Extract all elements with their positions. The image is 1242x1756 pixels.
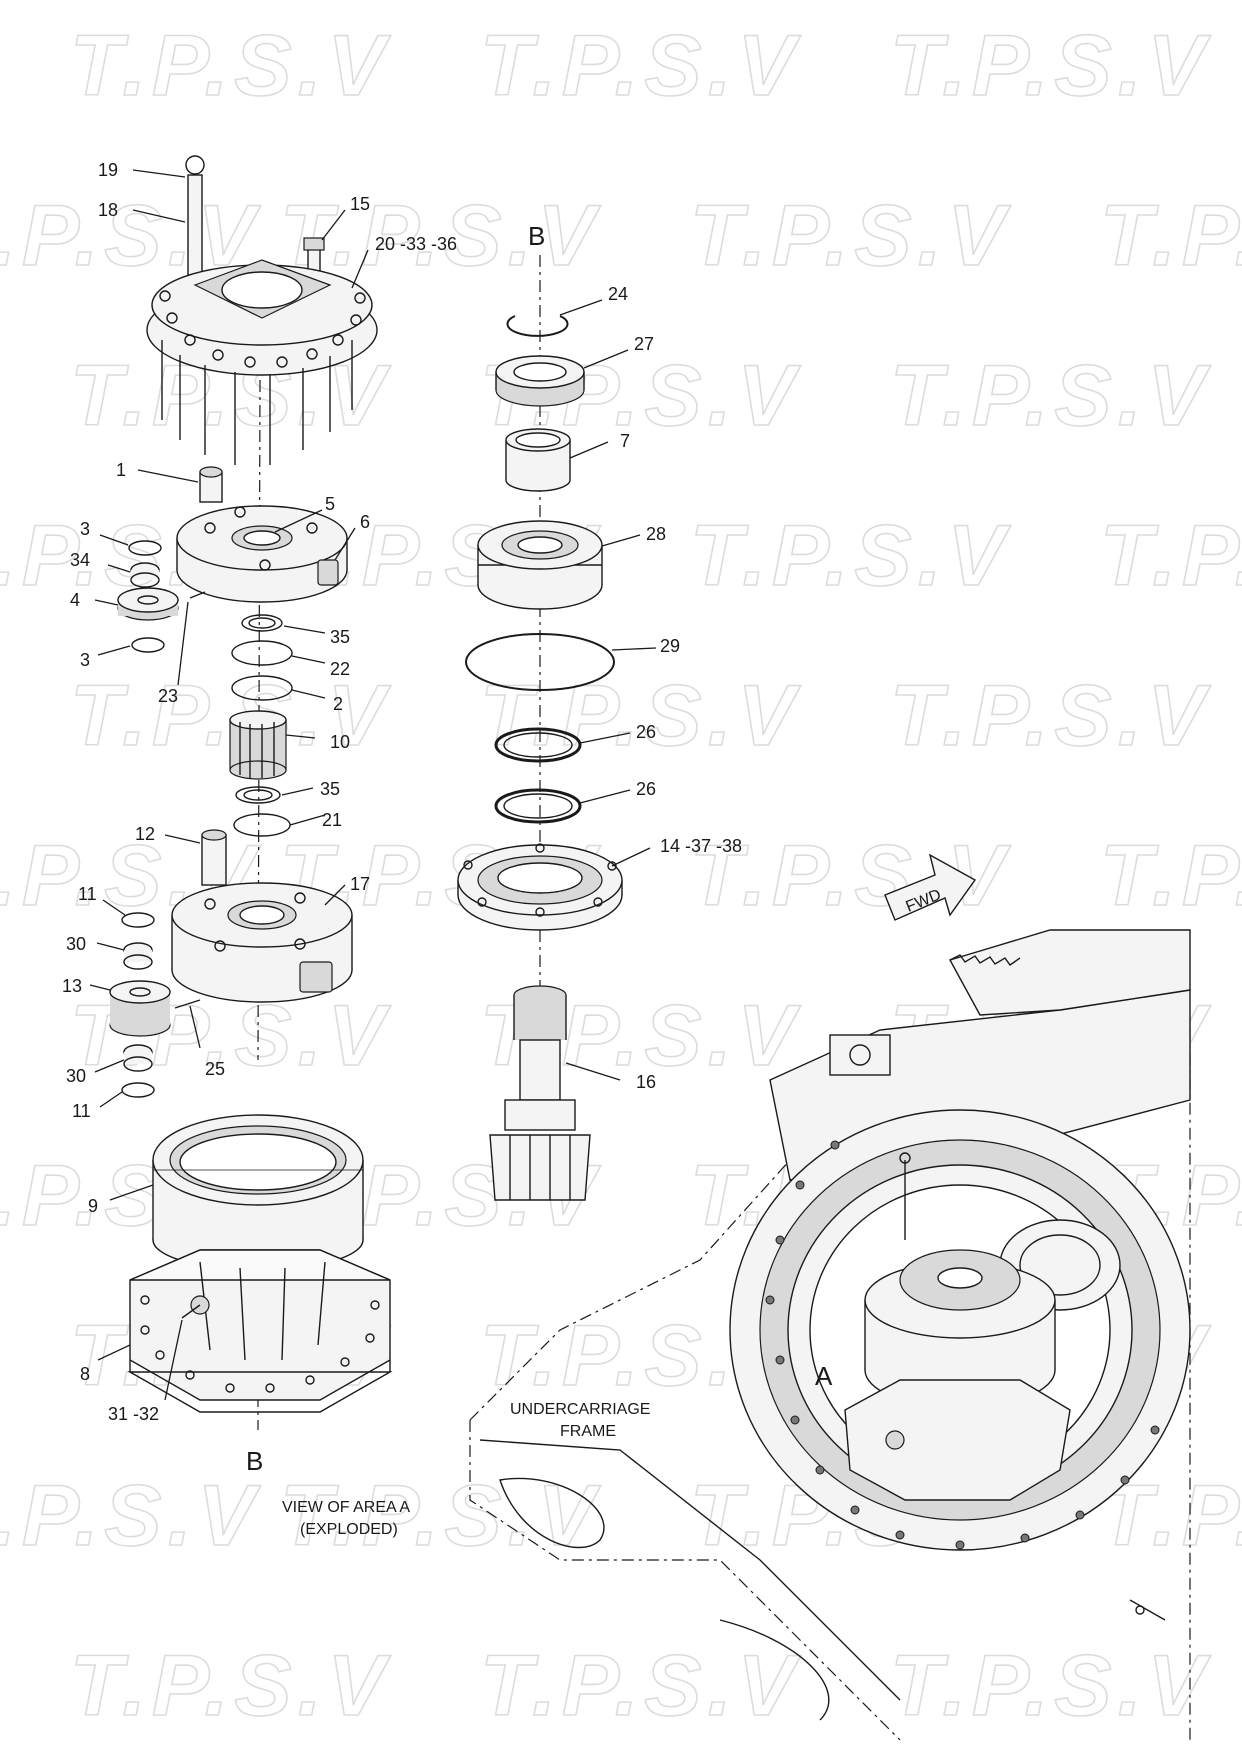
watermark-text: T.P.S.V (70, 18, 391, 114)
part-motor-flange (146, 155, 378, 465)
label-part-12: 12 (135, 824, 155, 844)
caption-undercarriage-line2: FRAME (560, 1423, 616, 1440)
caption-undercarriage-line1: UNDERCARRIAGE (510, 1401, 650, 1418)
watermark-text: T.P.S.V (1100, 508, 1242, 604)
label-part-22: 22 (330, 659, 350, 679)
label-part-17: 17 (350, 874, 370, 894)
part-bearing-housing-28 (477, 520, 603, 610)
label-part-9: 9 (88, 1196, 98, 1216)
label-part-4: 4 (70, 590, 80, 610)
label-part-34: 34 (70, 550, 90, 570)
label-part-1: 1 (116, 460, 126, 480)
label-part-19: 19 (98, 160, 118, 180)
label-part-5: 5 (325, 494, 335, 514)
label-part-10: 10 (330, 732, 350, 752)
caption-view-line2: (EXPLODED) (300, 1521, 398, 1538)
part-labels: 19 18 15 20 -33 -36 1 5 6 3 34 4 3 23 35… (62, 160, 742, 1424)
label-part-26-lower: 26 (636, 779, 656, 799)
label-part-11-lower: 11 (72, 1101, 91, 1121)
label-part-8: 8 (80, 1364, 90, 1384)
label-part-27: 27 (634, 334, 654, 354)
watermark-text: T.P.S.V (280, 188, 601, 284)
caption-view-line1: VIEW OF AREA A (282, 1499, 410, 1516)
label-part-18: 18 (98, 200, 118, 220)
part-sun-gear (229, 710, 287, 780)
watermark-text: T.P.S.V (890, 668, 1211, 764)
label-part-35-upper: 35 (330, 627, 350, 647)
label-part-15: 15 (350, 194, 370, 214)
part-ring-gear-housing (152, 1114, 364, 1271)
leader-lines (89, 169, 657, 1401)
label-part-20-33-36: 20 -33 -36 (375, 234, 457, 254)
part-rings-upper (231, 614, 293, 701)
part-upper-carrier (176, 466, 348, 603)
watermark-text: T.P.S.V (70, 1638, 391, 1734)
label-part-31-32: 31 -32 (108, 1404, 159, 1424)
label-part-25: 25 (205, 1059, 225, 1079)
label-part-26-upper: 26 (636, 722, 656, 742)
watermark-text: T.P.S.V (480, 1638, 801, 1734)
part-seals-26 (494, 727, 582, 824)
label-part-29: 29 (660, 636, 680, 656)
label-part-2: 2 (333, 694, 343, 714)
watermark-text: T.P.S.V (480, 668, 801, 764)
part-snap-ring-24 (506, 315, 569, 337)
label-part-30-lower: 30 (66, 1066, 86, 1086)
label-part-3-upper: 3 (80, 519, 90, 539)
part-bearing-27 (495, 355, 585, 407)
label-part-30-upper: 30 (66, 934, 86, 954)
label-part-13: 13 (62, 976, 82, 996)
part-base-flange (127, 1249, 393, 1413)
part-pinion-shaft-16 (489, 985, 591, 1201)
watermark-text: T.P.S.V (480, 18, 801, 114)
watermark-text: T.P.S.V (890, 348, 1211, 444)
label-part-21: 21 (322, 810, 342, 830)
watermark-text: T.P.S.V (1100, 188, 1242, 284)
label-part-23: 23 (158, 686, 178, 706)
part-cover-14-37-38 (457, 843, 623, 931)
watermark-text: T.P.S.V (690, 188, 1011, 284)
part-o-ring-29 (465, 633, 615, 691)
watermark-text: T.P.S.V (690, 508, 1011, 604)
label-part-11-upper: 11 (78, 884, 97, 904)
part-planet-gear-lower (109, 912, 201, 1098)
watermark-text: T.P.S.V (280, 1468, 601, 1564)
label-part-7: 7 (620, 431, 630, 451)
undercarriage-inset (469, 929, 1191, 1741)
marker-area-a: A (815, 1361, 833, 1391)
watermark-text: T.P.S.V (70, 668, 391, 764)
watermark-text: T.P.S.V (0, 1468, 261, 1564)
label-part-28: 28 (646, 524, 666, 544)
label-part-3-lower: 3 (80, 650, 90, 670)
label-part-14-37-38: 14 -37 -38 (660, 836, 742, 856)
label-part-24: 24 (608, 284, 628, 304)
part-sleeve-7 (505, 428, 571, 492)
part-lower-carrier (171, 829, 353, 1003)
label-part-35-lower: 35 (320, 779, 340, 799)
watermark-text: T.P.S.V (890, 18, 1211, 114)
marker-b-top: B (528, 221, 545, 251)
part-planet-gear-upper (117, 540, 206, 653)
watermark-text: T.P.S.V (1100, 828, 1242, 924)
marker-b-bottom: B (246, 1446, 263, 1476)
watermark-text: T.P.S.V (890, 1638, 1211, 1734)
label-part-6: 6 (360, 512, 370, 532)
label-part-16: 16 (636, 1072, 656, 1092)
